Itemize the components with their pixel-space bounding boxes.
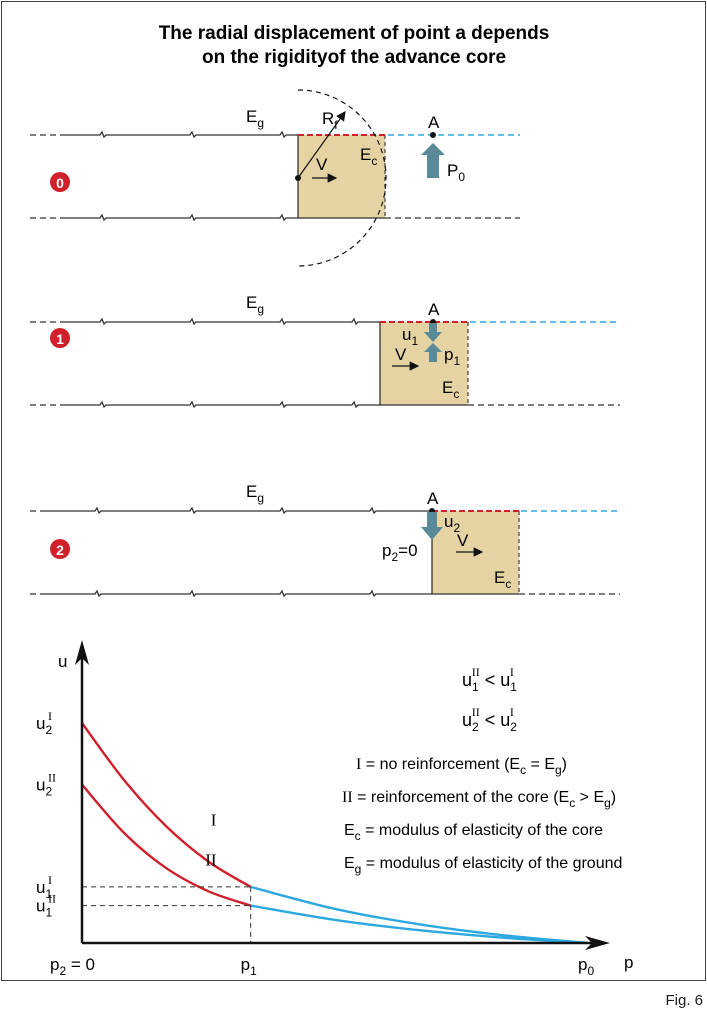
stage-1-badge: 1 [50,328,70,348]
stage-1-point-a-label: A [428,300,440,319]
stage-2-tunnel-bottom [45,589,432,598]
series-I-blue-segment [250,885,589,945]
stage-0-point-a-label: A [428,113,440,132]
stage-2: 2 Eg Ec V A u2 p2=0 [30,482,620,598]
stage-2-velocity-label: V [457,531,469,550]
chart-y-axis-arrowhead [75,640,89,665]
series-II-red-segment [81,783,252,907]
svg-text:2: 2 [56,542,64,558]
figure-label: Fig. 6 [665,992,703,1009]
chart-notes: u1II < u1I u2II < u2I I = no reinforcement… [342,665,622,876]
stage-1-velocity-label: V [395,345,407,364]
curve-label-I: I [211,810,217,829]
stage-0-ground-label: Eg [246,107,264,130]
series-II-blue-segment [250,904,589,945]
figure-frame [1,1,706,981]
stage-2-pressure-label: p2=0 [382,541,418,564]
y-tick-3: u1II [36,892,56,920]
legend-item-2: Ec = modulus of elasticity of the core [344,822,603,843]
x-tick-2: p0 [578,955,594,978]
stage-2-core-label: Ec [494,568,511,591]
stage-1-displacement-arrow [424,323,442,342]
y-tick-1: u2II [36,771,56,799]
svg-text:1: 1 [56,331,64,347]
legend-item-3: Eg = modulus of elasticity of the ground [344,855,622,876]
chart-x-axis-label: p [624,953,633,972]
y-tick-2: u1I [36,873,52,901]
stage-0-badge: 0 [50,172,70,192]
inequality-1: u2II < u2I [462,705,517,734]
curve-label-II: II [205,850,217,869]
x-tick-0: p2 = 0 [50,955,95,978]
stage-0-velocity-label: V [316,155,328,174]
stage-0-advance-core [298,135,385,218]
stage-1-advance-core [380,322,468,405]
title-line-1: The radial displacement of point a depen… [159,23,550,44]
x-tick-1: p1 [241,955,257,978]
stage-1-displacement-label: u1 [402,325,418,348]
stage-1-ground-label: Eg [246,293,264,316]
stage-0-pressure-arrow [421,143,445,178]
chart-curves [81,722,589,945]
stage-0-influence-circle [297,89,387,267]
stage-2-tunnel-top [45,506,432,515]
series-I-red-segment [81,722,252,888]
stage-2-point-a-label: A [427,489,439,508]
stage-0-point-a [430,132,436,138]
stage-1: 1 Eg Ec V A u1 p1 [30,293,620,409]
stage-1-tunnel-top [62,317,380,326]
stage-2-ground-label: Eg [246,482,264,505]
stage-2-badge: 2 [50,539,70,559]
legend-item-0: I = no reinforcement (Ec = Eg) [356,756,567,777]
stage-1-pressure-arrow [424,343,442,362]
legend-item-1: II = reinforcement of the core (Ec > Eg) [342,789,616,810]
stage-0-core-label: Ec [360,145,377,168]
title-line-2: on the rigidityof the advance core [202,47,506,68]
y-tick-0: u2I [36,709,52,737]
stage-0: 0 Rf V Ec Eg A P0 [30,89,520,267]
stage-2-displacement-label: u2 [444,512,460,535]
stage-0-pressure-label: P0 [447,161,465,184]
stage-0-tunnel-top-solid [62,130,298,139]
stage-1-pressure-label: p1 [444,345,460,368]
stage-0-radius-arrow [297,111,346,179]
chart-curve-labels: III [205,810,217,869]
stage-2-displacement-arrow [421,512,443,540]
inequality-0: u1II < u1I [462,665,517,694]
chart-guides [82,886,252,943]
stage-0-radius-label: Rf [322,109,338,132]
chart-x-axis-arrowhead [585,936,610,950]
svg-text:0: 0 [56,175,64,191]
chart-y-axis-label: u [58,652,67,671]
stage-1-core-label: Ec [442,378,459,401]
stage-1-tunnel-bottom [62,400,380,409]
